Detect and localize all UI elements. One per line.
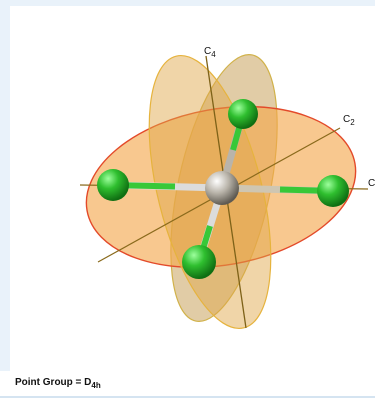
ligand-atom-bottom <box>182 245 216 279</box>
caption-subscript: 4h <box>91 381 101 390</box>
caption-strip <box>0 371 375 398</box>
caption-symbol: D <box>84 377 92 388</box>
bottom-border <box>0 396 375 398</box>
c2-axis-label: C2 <box>343 114 355 127</box>
c4-axis-label: C4 <box>204 46 216 59</box>
ligand-atom-top <box>228 99 258 129</box>
point-group-caption: Point Group = D4h <box>15 377 101 390</box>
ligand-atom-right <box>317 175 349 207</box>
caption-prefix: Point Group = <box>15 377 85 388</box>
c-axis-label-edge: C <box>368 178 375 189</box>
central-atom <box>205 171 239 205</box>
ligand-atom-left <box>97 169 129 201</box>
